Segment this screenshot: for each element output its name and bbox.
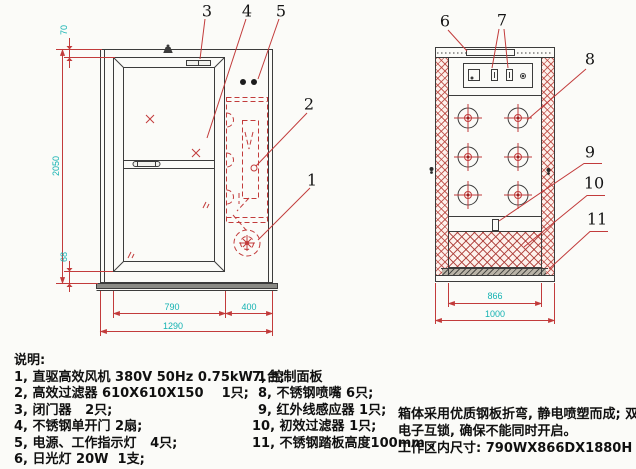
callout-label-10: 10: [583, 173, 605, 193]
tread-plate-hatch: [442, 269, 546, 275]
side-dimension-lines: [434, 283, 556, 324]
note-item-10: 10, 初效过滤器 1只;: [252, 419, 377, 434]
indicator-light: [240, 79, 246, 85]
callout-leader-lines: [199, 18, 608, 270]
front-view: [96, 44, 278, 291]
callout-label-5: 5: [275, 1, 287, 21]
note-item-11: 11, 不锈钢踏板高度100mm 。: [252, 436, 443, 451]
note-item-5: 5, 电源、工作指示灯 4只;: [14, 436, 178, 451]
front-view-hidden-details: [127, 97, 268, 259]
callout-label-1: 1: [306, 170, 318, 190]
note-item-1: 1, 直驱高效风机 380V 50Hz 0.75kW 1台;: [14, 370, 285, 385]
note-item-9: 9, 红外线感应器 1只;: [258, 403, 387, 418]
hinge-mark: [546, 168, 551, 172]
callout-label-11: 11: [586, 209, 608, 229]
dim-overall-depth: 1000: [484, 309, 506, 319]
dim-inner-depth: 866: [487, 291, 503, 301]
callout-label-9: 9: [584, 142, 596, 162]
callout-label-2: 2: [303, 94, 315, 114]
hepa-filter-dashed: [226, 97, 268, 223]
side-right-wall-hatch: [542, 58, 554, 275]
dim-overall-width: 1290: [162, 321, 184, 331]
callout-label-6: 6: [439, 11, 451, 31]
description-line-3: 工作区内尺寸: 790WX866DX1880H: [398, 441, 633, 456]
dim-top-offset: 70: [59, 24, 69, 36]
dim-side-panel-width: 400: [241, 302, 257, 312]
note-item-6: 6, 日光灯 20W 1支;: [14, 452, 145, 467]
note-item-2: 2, 高效过滤器 610X610X150 1只;: [14, 386, 249, 401]
ir-sensor: [492, 219, 499, 231]
callout-label-4: 4: [241, 1, 253, 21]
technical-drawing: [56, 18, 608, 336]
door-handle: [132, 161, 161, 167]
description-line-1: 箱体采用优质钢板折弯, 静电喷塑而成; 双门: [398, 407, 636, 422]
primary-filter-hatch: [449, 232, 541, 267]
dim-bottom-offset: 68: [59, 251, 69, 263]
front-dimension-lines: [56, 38, 274, 336]
callout-label-8: 8: [584, 49, 596, 69]
nozzles: [454, 104, 532, 209]
primary-filter-border: [448, 231, 542, 268]
note-item-7: 7, 控制面板: [252, 370, 323, 385]
description-line-2: 电子互锁, 确保不能同时开启。: [398, 424, 577, 439]
side-view: [429, 47, 555, 282]
side-left-wall-hatch: [436, 58, 448, 275]
notes-heading: 说明:: [14, 353, 46, 368]
fan-dashed-circle: [233, 229, 261, 257]
indicator-light: [251, 79, 257, 85]
hinge-mark: [429, 167, 434, 171]
dim-overall-height: 2050: [51, 155, 61, 177]
note-item-4: 4, 不锈钢单开门 2扇;: [14, 419, 143, 434]
note-item-8: 8, 不锈钢喷嘴 6只;: [258, 386, 374, 401]
callout-label-3: 3: [201, 1, 213, 21]
dim-door-width: 790: [164, 302, 180, 312]
callout-label-7: 7: [496, 10, 508, 30]
note-item-3: 3, 闭门器 2只;: [14, 403, 113, 418]
fluorescent-lamp: [466, 49, 515, 56]
alarm-symbol: [163, 47, 173, 53]
control-panel: [463, 63, 533, 88]
